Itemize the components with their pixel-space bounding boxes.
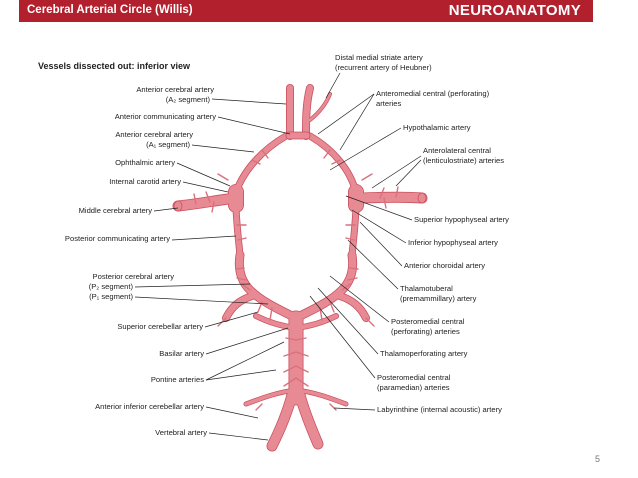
figure-subtitle: Vessels dissected out: inferior view — [38, 61, 191, 71]
label-thalamotuberal-2: (premammillary) artery — [400, 294, 477, 303]
label-ica: Internal carotid artery — [109, 177, 181, 186]
label-posteromedial-2: (perforating) arteries — [391, 327, 460, 336]
label-pca-p1: (P₁ segment) — [89, 292, 133, 301]
label-ant-choroidal: Anterior choroidal artery — [404, 261, 485, 270]
right-labels: Distal medial striate artery (recurrent … — [309, 53, 509, 414]
label-basilar: Basilar artery — [159, 349, 204, 358]
label-thalamoperforating: Thalamoperforating artery — [380, 349, 468, 358]
header-section: NEUROANATOMY — [448, 2, 581, 19]
header-bar: Cerebral Arterial Circle (Willis) NEUROA… — [19, 0, 593, 22]
label-acom: Anterior communicating artery — [115, 112, 216, 121]
label-posteromedial-par-2: (paramedian) arteries — [377, 383, 450, 392]
label-pontine: Pontine arteries — [151, 375, 204, 384]
label-mca: Middle cerebral artery — [79, 206, 153, 215]
header-title: Cerebral Arterial Circle (Willis) — [27, 4, 193, 16]
label-aca-a1: Anterior cerebral artery — [115, 130, 193, 139]
left-labels: Anterior cerebral artery (A₂ segment) An… — [65, 85, 291, 441]
page-number: 5 — [594, 454, 600, 464]
label-aica: Anterior inferior cerebellar artery — [95, 402, 204, 411]
label-pca-p2: (P₂ segment) — [89, 282, 134, 291]
label-sup-hypophyseal: Superior hypophyseal artery — [414, 215, 509, 224]
label-sca: Superior cerebellar artery — [117, 322, 203, 331]
label-pcom: Posterior communicating artery — [65, 234, 170, 243]
label-posteromedial-par: Posteromedial central — [377, 373, 451, 382]
label-inf-hypophyseal: Inferior hypophyseal artery — [408, 238, 498, 247]
label-pca: Posterior cerebral artery — [93, 272, 175, 281]
artery-illustration — [172, 84, 428, 452]
label-anterolateral-2: (lenticulostriate) arteries — [423, 156, 504, 165]
label-ophthalmic: Ophthalmic artery — [115, 158, 175, 167]
label-labyrinthine: Labyrinthine (internal acoustic) artery — [377, 405, 502, 414]
label-aca-a2: Anterior cerebral artery — [136, 85, 214, 94]
label-anteromedial: Anteromedial central (perforating) — [376, 89, 490, 98]
label-anteromedial-2: arteries — [376, 99, 402, 108]
label-posteromedial: Posteromedial central — [391, 317, 465, 326]
label-thalamotuberal: Thalamotuberal — [400, 284, 453, 293]
label-vertebral: Vertebral artery — [155, 428, 207, 437]
label-hypothalamic: Hypothalamic artery — [403, 123, 471, 132]
label-aca-a1-seg: (A₁ segment) — [146, 140, 190, 149]
label-aca-a2-seg: (A₂ segment) — [166, 95, 211, 104]
label-anterolateral: Anterolateral central — [423, 146, 491, 155]
label-heubner-alt: (recurrent artery of Heubner) — [335, 63, 432, 72]
label-heubner: Distal medial striate artery — [335, 53, 423, 62]
